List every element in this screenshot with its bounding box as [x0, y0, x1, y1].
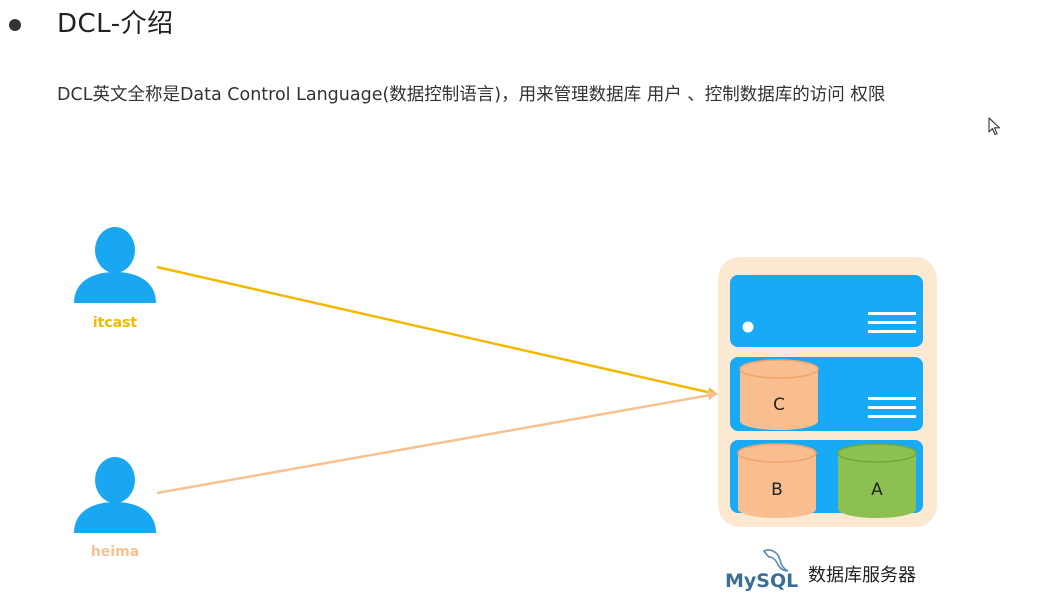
mysql-logo: MySQL	[725, 549, 798, 592]
user-heima-label: heima	[91, 544, 139, 560]
user-heima: heima	[74, 457, 156, 560]
arrow-heima-to-server	[156, 390, 718, 495]
user-heima-icon	[74, 457, 156, 533]
dolphin-icon	[762, 549, 789, 572]
database-c-icon: C	[739, 359, 819, 430]
database-b-icon: B	[737, 443, 817, 518]
page-title: DCL-介绍	[57, 9, 174, 39]
svg-text:MySQL: MySQL	[725, 570, 798, 592]
database-a-label: A	[871, 480, 883, 500]
user-itcast-icon	[74, 227, 156, 303]
user-itcast-label: itcast	[93, 315, 138, 331]
mouse-cursor-icon	[988, 117, 1001, 136]
arrow-itcast-to-server	[156, 265, 718, 398]
database-b-label: B	[771, 480, 783, 500]
description-text: DCL英文全称是Data Control Language(数据控制语言)，用来…	[57, 85, 886, 105]
database-a-icon: A	[837, 443, 917, 518]
user-itcast: itcast	[74, 227, 156, 331]
database-c-label: C	[773, 395, 785, 415]
server-caption: 数据库服务器	[808, 565, 916, 586]
bullet-dot	[9, 19, 21, 31]
server-unit-top	[730, 275, 923, 347]
